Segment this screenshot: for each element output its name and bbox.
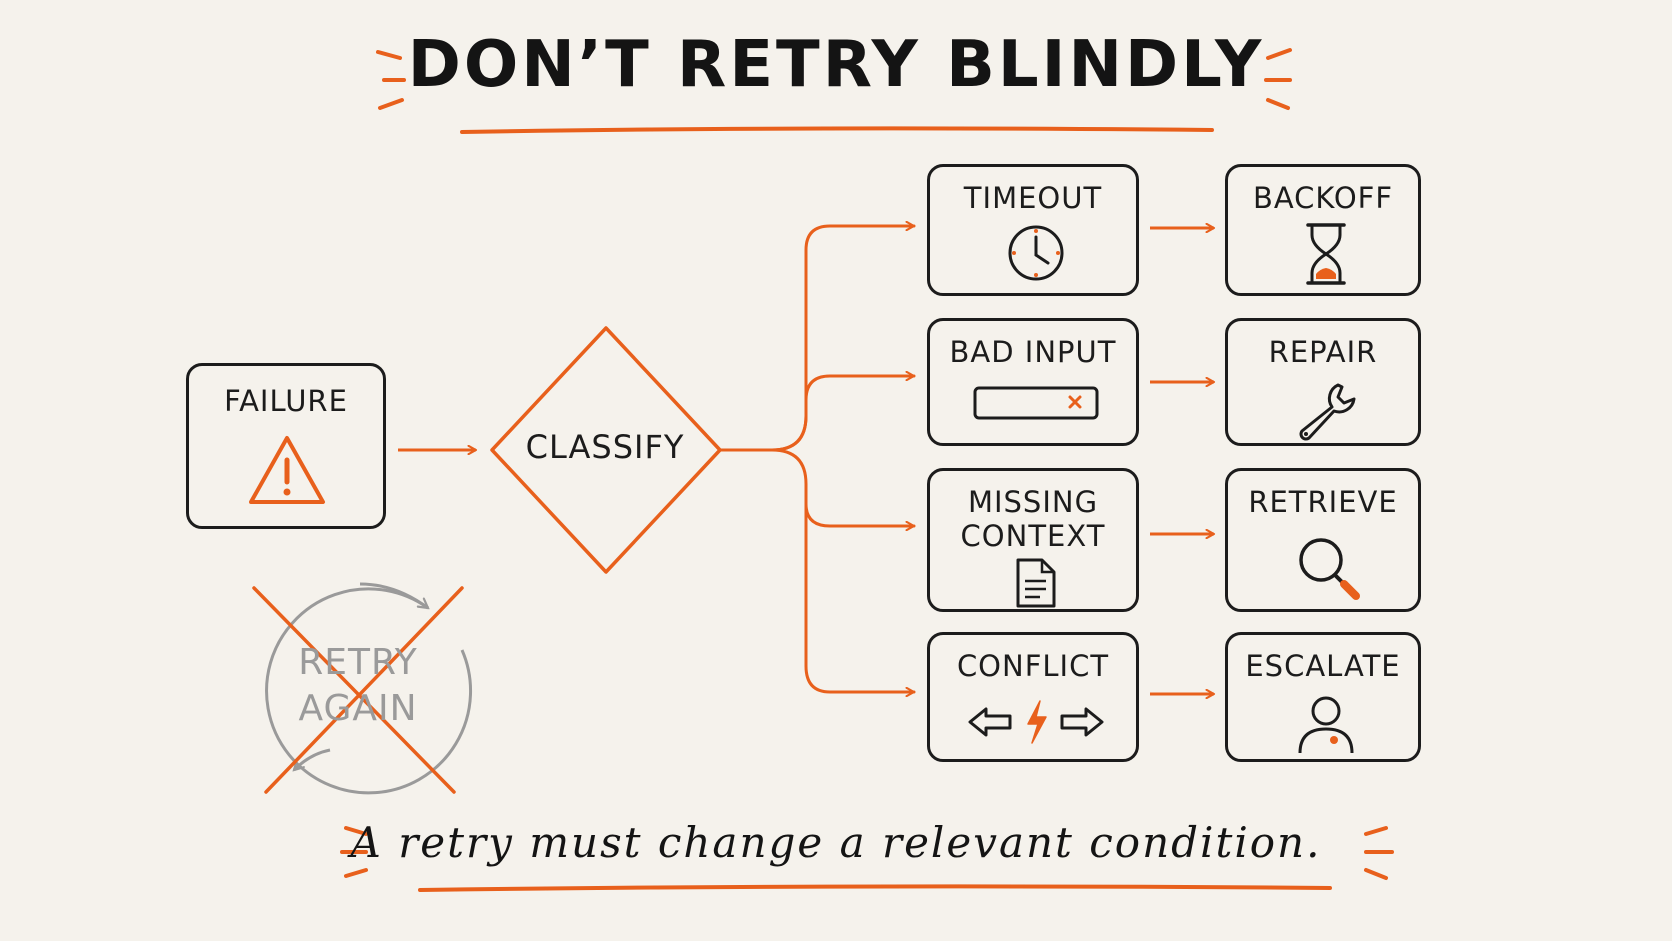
footer-underline xyxy=(418,884,1332,892)
page-title: DON’T RETRY BLINDLY xyxy=(407,28,1265,102)
title-accent-right xyxy=(1264,48,1292,110)
category-label: TIMEOUT xyxy=(963,181,1103,215)
action-label: BACKOFF xyxy=(1252,181,1394,215)
action-retrieve: RETRIEVE xyxy=(1225,468,1421,612)
clock-icon xyxy=(1008,225,1064,281)
failure-label: FAILURE xyxy=(224,384,348,418)
category-timeout: TIMEOUT xyxy=(927,164,1139,296)
footer-accent-right xyxy=(1364,826,1394,880)
hourglass-icon xyxy=(1306,223,1346,285)
warning-triangle-icon xyxy=(249,436,325,504)
person-icon xyxy=(1298,696,1354,754)
conflict-arrows-icon xyxy=(968,700,1104,744)
classify-diamond xyxy=(490,326,722,574)
document-icon xyxy=(1016,558,1056,608)
invalid-input-field-icon xyxy=(973,386,1099,420)
action-label: ESCALATE xyxy=(1245,649,1401,683)
action-backoff: BACKOFF xyxy=(1225,164,1421,296)
failure-box: FAILURE xyxy=(186,363,386,529)
action-label: RETRIEVE xyxy=(1248,485,1398,519)
retry-again-label: RETRY AGAIN xyxy=(298,642,418,729)
wrench-icon xyxy=(1299,383,1356,441)
category-bad-input: BAD INPUT xyxy=(927,318,1139,446)
action-label: REPAIR xyxy=(1268,335,1378,369)
title-underline xyxy=(460,126,1214,134)
footer-accent-left xyxy=(340,826,368,878)
footer-caption: A retry must change a relevant condition… xyxy=(350,818,1322,867)
retry-again-crossed xyxy=(252,582,473,795)
category-label: CONFLICT xyxy=(956,649,1110,683)
action-escalate: ESCALATE xyxy=(1225,632,1421,762)
branch-connectors xyxy=(718,226,916,692)
category-conflict: CONFLICT xyxy=(927,632,1139,762)
category-label: MISSING CONTEXT xyxy=(960,485,1106,553)
category-missing-context: MISSING CONTEXT xyxy=(927,468,1139,612)
magnifier-icon xyxy=(1299,538,1360,600)
classify-label: CLASSIFY xyxy=(525,428,685,466)
category-label: BAD INPUT xyxy=(949,335,1117,369)
action-arrows xyxy=(1150,228,1214,694)
title-accent-left xyxy=(376,50,406,110)
action-repair: REPAIR xyxy=(1225,318,1421,446)
